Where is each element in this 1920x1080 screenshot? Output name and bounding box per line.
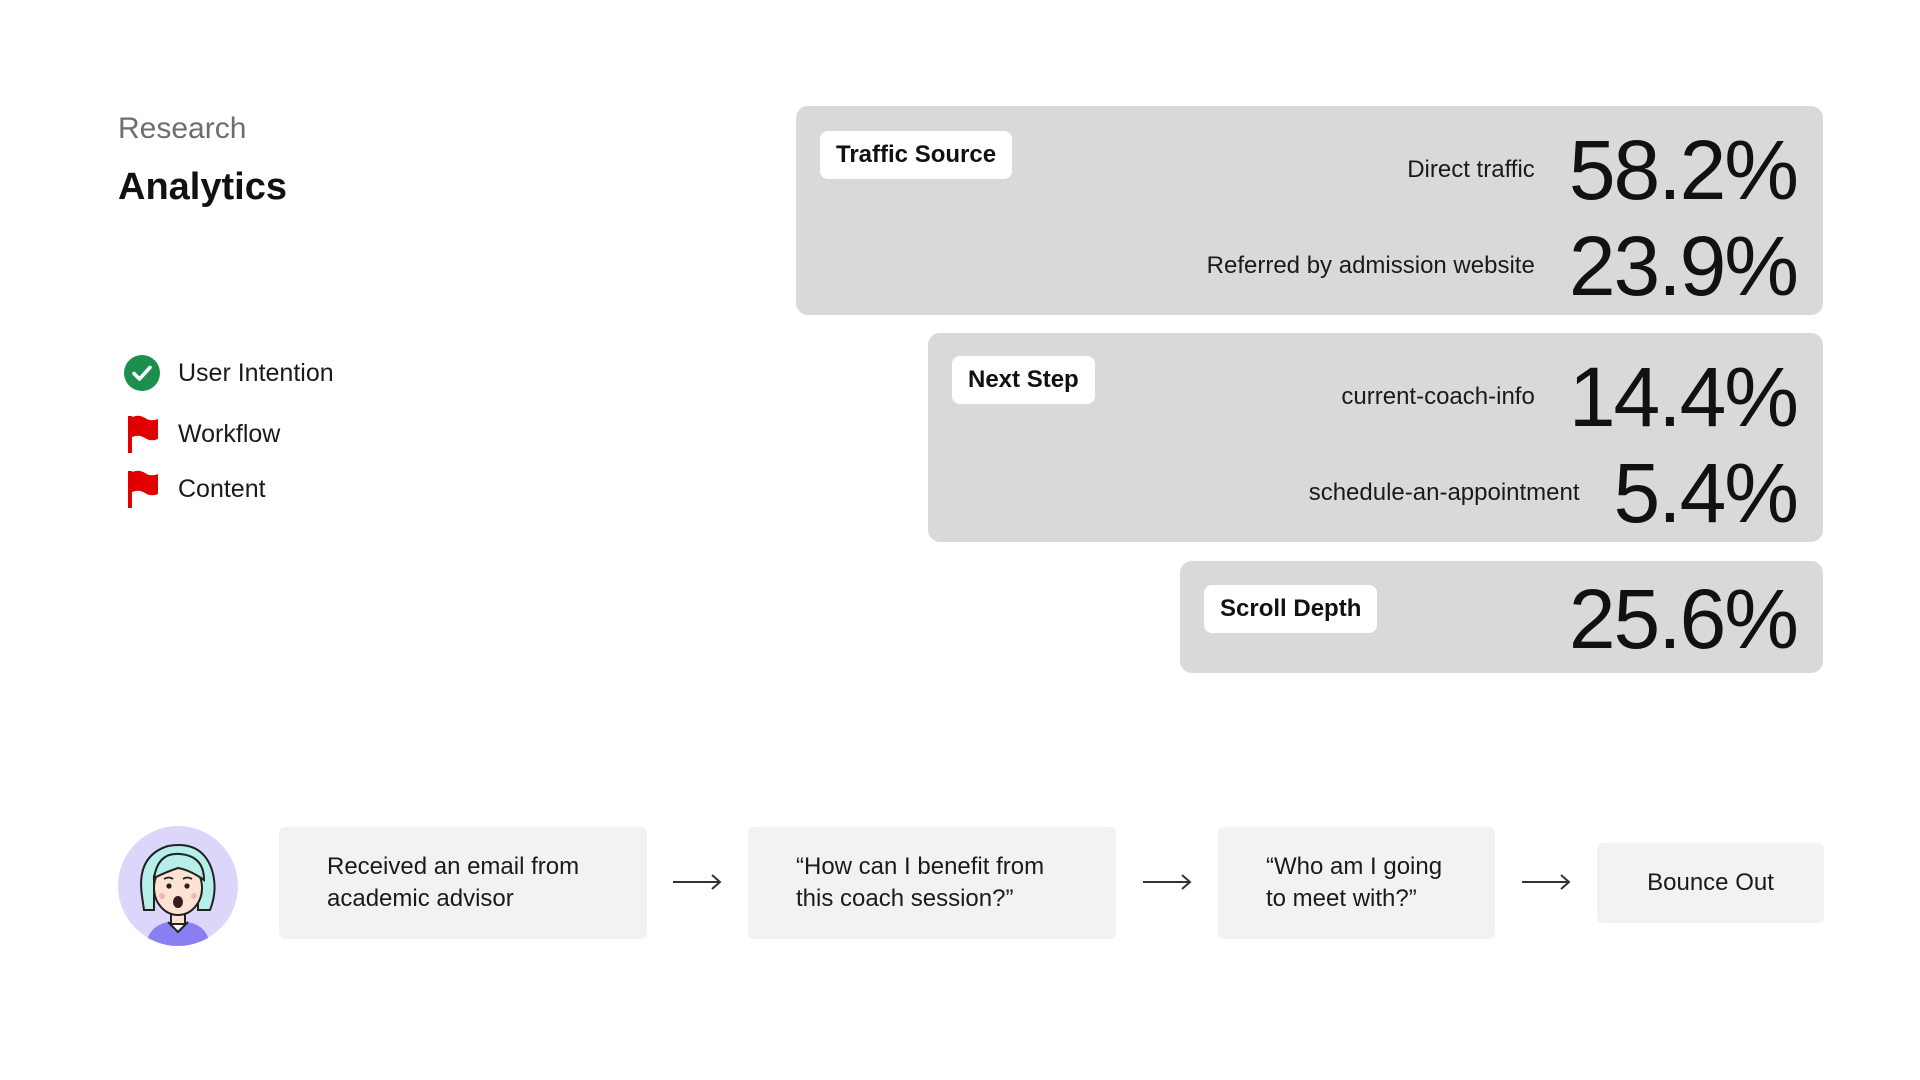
legend-label: User Intention: [178, 358, 334, 387]
metric-value: 5.4%: [1613, 446, 1799, 540]
arrow-right-icon: [673, 874, 722, 890]
arrow-right-icon: [1143, 874, 1192, 890]
surprised-user-avatar: [118, 826, 238, 946]
metric-value: 58.2%: [1568, 123, 1799, 217]
journey-step-email: Received an email from academic advisor: [279, 827, 647, 939]
metric-row-referred: Referred by admission website 23.9%: [1206, 219, 1799, 313]
traffic-source-card: Traffic Source Direct traffic 58.2% Refe…: [796, 106, 1823, 315]
journey-step-bounce-out: Bounce Out: [1597, 843, 1824, 923]
page-title: Analytics: [118, 166, 287, 208]
metric-label: current-coach-info: [1341, 383, 1535, 410]
scroll-depth-card: Scroll Depth 25.6%: [1180, 561, 1823, 673]
metric-label: schedule-an-appointment: [1308, 479, 1580, 506]
step-line: to meet with?”: [1266, 885, 1417, 912]
legend-label: Workflow: [178, 419, 281, 448]
next-step-tag: Next Step: [952, 356, 1095, 404]
next-step-card: Next Step current-coach-info 14.4% sched…: [928, 333, 1823, 542]
red-flag-icon: [122, 469, 162, 509]
arrow-right-icon: [1522, 874, 1571, 890]
metric-row-scroll-depth: 25.6%: [1568, 572, 1799, 666]
metric-label: Direct traffic: [1407, 156, 1535, 183]
legend-item-user-intention: User Intention: [122, 353, 334, 393]
metric-value: 14.4%: [1568, 350, 1799, 444]
section-eyebrow: Research: [118, 112, 247, 145]
scroll-depth-tag: Scroll Depth: [1204, 585, 1378, 633]
legend-item-workflow: Workflow: [122, 414, 280, 454]
legend-item-content: Content: [122, 469, 266, 509]
step-line: Bounce Out: [1647, 869, 1774, 896]
journey-step-benefit-question: “How can I benefit from this coach sessi…: [748, 827, 1116, 939]
step-line: Received an email from: [327, 853, 580, 880]
metric-value: 25.6%: [1568, 572, 1799, 666]
step-line: academic advisor: [327, 885, 514, 912]
step-line: “Who am I going: [1266, 853, 1443, 880]
metric-value: 23.9%: [1568, 219, 1799, 313]
step-line: “How can I benefit from: [796, 853, 1045, 880]
metric-row-schedule-appointment: schedule-an-appointment 5.4%: [1308, 446, 1799, 540]
journey-step-who-question: “Who am I going to meet with?”: [1218, 827, 1495, 939]
metric-label: Referred by admission website: [1206, 252, 1535, 279]
traffic-source-tag: Traffic Source: [820, 131, 1013, 179]
legend-label: Content: [178, 474, 266, 503]
metric-row-direct-traffic: Direct traffic 58.2%: [1407, 123, 1799, 217]
red-flag-icon: [122, 414, 162, 454]
metric-row-current-coach-info: current-coach-info 14.4%: [1341, 350, 1799, 444]
step-line: this coach session?”: [796, 885, 1014, 912]
check-circle-icon: [122, 353, 162, 393]
